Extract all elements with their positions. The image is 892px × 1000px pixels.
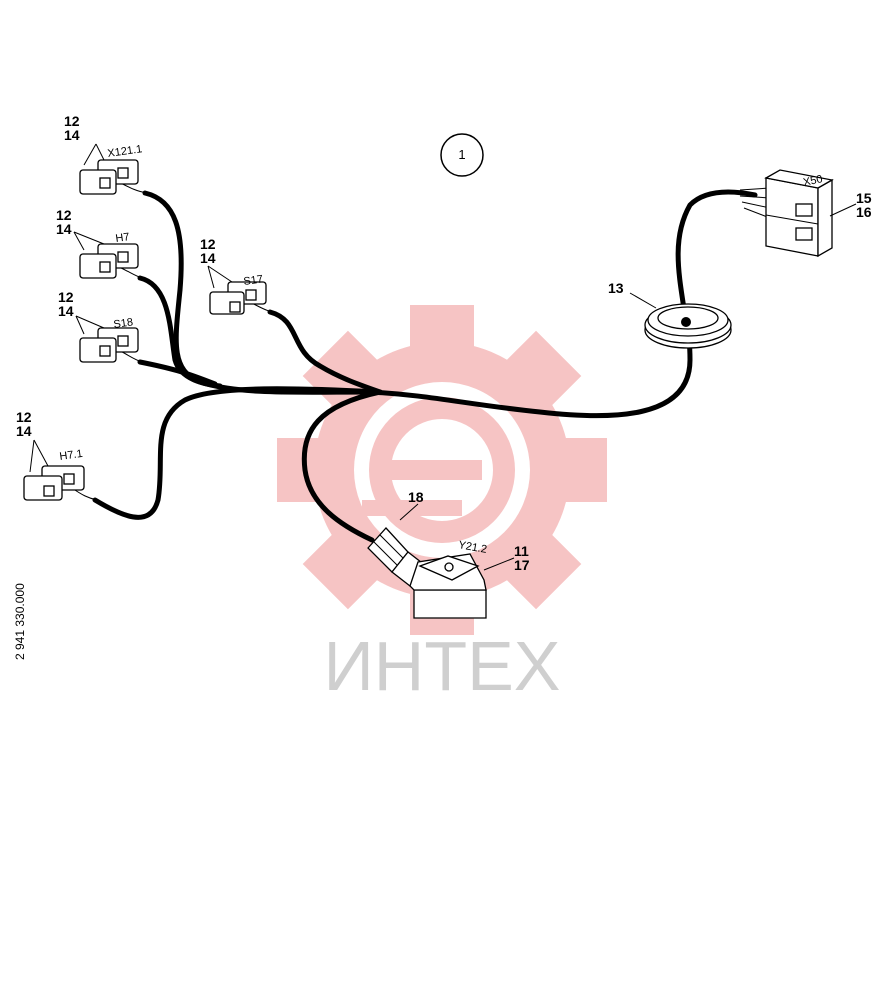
connector-x121-1-ref-b: 14: [64, 127, 80, 143]
connector-s17-ref-a: 12: [200, 236, 216, 252]
cable-gland-ref: 18: [408, 489, 424, 505]
watermark-gear-icon: [277, 305, 607, 635]
connector-x50-ref-b: 16: [856, 204, 872, 220]
grommet-ref: 13: [608, 280, 624, 296]
connector-x121-1-ref-a: 12: [64, 113, 80, 129]
connector-s18-label: S18: [113, 316, 134, 331]
sheet-number: 1: [458, 147, 465, 162]
connector-y21-2: 18 Y21.2 11 17: [367, 489, 530, 619]
connector-s17: 12 14 S17: [200, 236, 273, 315]
connector-x50-label: X50: [802, 173, 824, 189]
connector-y21-2-label: Y21.2: [457, 539, 487, 556]
harness-wires: [92, 189, 758, 543]
connector-x121-1-label: X121.1: [107, 143, 143, 160]
connector-s18-ref-a: 12: [58, 289, 74, 305]
connector-x50-ref-a: 15: [856, 190, 872, 206]
connector-y21-2-ref-b: 17: [514, 557, 530, 573]
connector-h7-1-ref-b: 14: [16, 423, 32, 439]
sheet-number-marker: 1: [440, 133, 484, 177]
connector-s17-ref-b: 14: [200, 250, 216, 266]
connector-h7-ref-b: 14: [56, 221, 72, 237]
connector-h7-1-label: H7.1: [59, 448, 84, 463]
connector-h7-label: H7: [115, 231, 131, 245]
connector-h7-ref-a: 12: [56, 207, 72, 223]
connector-h7: 12 14 H7: [56, 207, 143, 279]
grommet: 13: [608, 280, 732, 349]
connector-h7-1-ref-a: 12: [16, 409, 32, 425]
watermark: ИНТЕХ: [277, 305, 607, 705]
document-number: 2 941 330.000: [13, 583, 27, 660]
connector-s18: 12 14 S18: [58, 289, 143, 363]
connector-s17-label: S17: [243, 273, 264, 288]
connector-y21-2-ref-a: 11: [514, 543, 529, 559]
connector-h7-1: 12 14 H7.1: [16, 409, 98, 501]
watermark-text: ИНТЕХ: [323, 627, 560, 705]
connector-x50: X50 15 16: [739, 169, 872, 258]
connector-x121-1: 12 14 X121.1: [64, 113, 149, 195]
connector-s18-ref-b: 14: [58, 303, 74, 319]
